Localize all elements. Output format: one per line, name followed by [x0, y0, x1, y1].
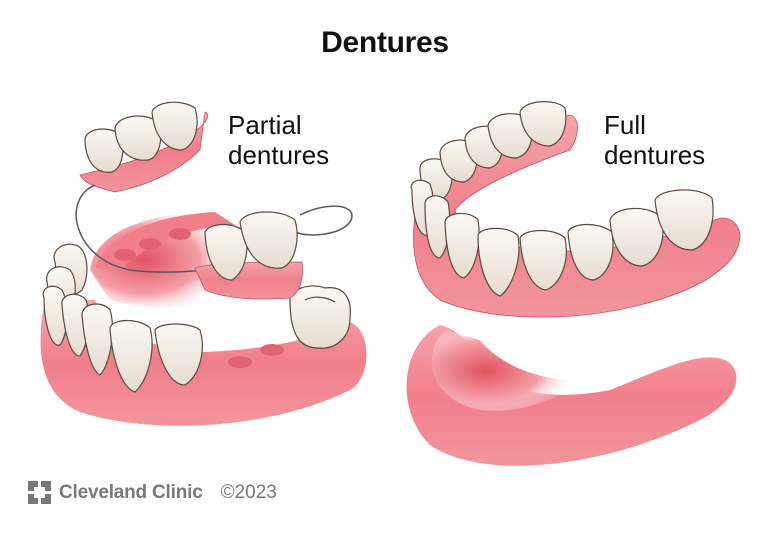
cleveland-clinic-cross-icon	[28, 481, 51, 504]
partial-label-line-1: Partial	[228, 110, 302, 140]
copyright: ©2023	[220, 481, 277, 503]
partial-label-line-2: dentures	[228, 140, 330, 170]
partial-dentures-illustration	[40, 101, 367, 426]
full-label-line-2: dentures	[604, 140, 706, 170]
footer-credit: Cleveland Clinic ©2023	[28, 481, 277, 504]
full-label-line-1: Full	[604, 110, 646, 140]
full-dentures-illustration	[406, 101, 741, 466]
brand-name: Cleveland Clinic	[59, 481, 203, 503]
page-title: Dentures	[321, 26, 449, 59]
full-dentures-label: Full dentures	[604, 110, 705, 170]
partial-dentures-label: Partial dentures	[228, 110, 329, 170]
